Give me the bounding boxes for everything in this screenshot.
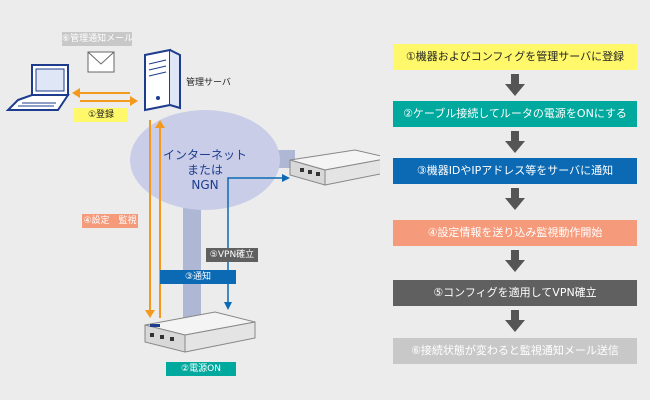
down-arrow-icon: [505, 250, 525, 272]
down-arrow-icon: [505, 310, 525, 332]
server-label: 管理サーバ: [186, 78, 231, 88]
power-on-label: ②電源ON: [166, 362, 236, 376]
step-6: ⑥接続状態が変わると監視通知メール送信: [393, 338, 637, 364]
vpn-arrows: [224, 174, 290, 310]
step-1: ①機器およびコンフィグを管理サーバに登録: [393, 44, 637, 70]
register-label: ①登録: [74, 108, 128, 122]
step-4: ④設定情報を送り込み監視動作開始: [393, 220, 637, 246]
step-3: ③機器IDやIPアドレス等をサーバに通知: [393, 158, 637, 184]
cloud-label-line1: インターネット: [162, 148, 247, 162]
register-arrows: [72, 88, 138, 106]
mail-envelope-icon: [87, 51, 115, 73]
config-monitor-label: ④設定 監視: [82, 214, 138, 228]
notify-label: ③通知: [160, 270, 236, 284]
network-diagram: [5, 48, 380, 353]
internet-cloud: [130, 110, 280, 210]
remote-router-icon: [289, 149, 380, 186]
laptop-icon: [5, 64, 70, 111]
step-2: ②ケーブル接続してルータの電源をONにする: [393, 101, 637, 127]
local-router-icon: [144, 311, 256, 353]
vpn-label: ⑤VPN確立: [206, 248, 258, 262]
down-arrow-icon: [505, 74, 525, 96]
server-icon: [144, 48, 181, 112]
step-5: ⑤コンフィグを適用してVPN確立: [393, 280, 637, 306]
mail-label: ⑥管理通知メール: [62, 32, 134, 46]
config-monitor-arrows: [145, 120, 165, 318]
cloud-label: インターネット または NGN: [155, 148, 255, 193]
cloud-label-line2: または: [186, 163, 223, 177]
cloud-label-line3: NGN: [191, 178, 219, 192]
down-arrow-icon: [505, 131, 525, 153]
down-arrow-icon: [505, 188, 525, 210]
